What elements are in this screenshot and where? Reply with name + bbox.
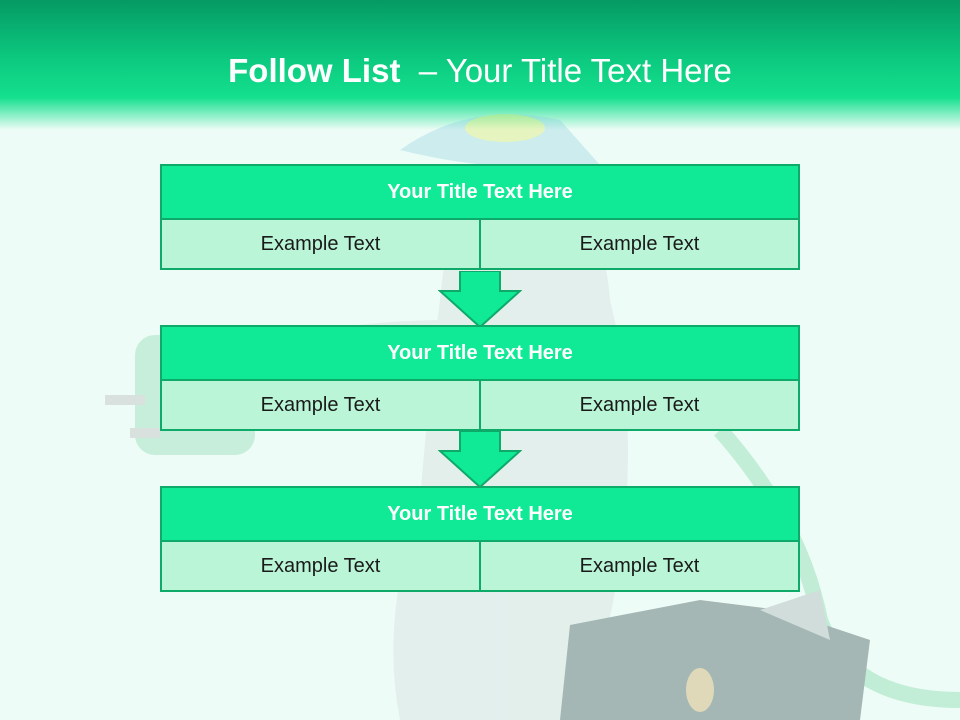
step-cell-left: Example Text xyxy=(160,220,481,270)
step-title: Your Title Text Here xyxy=(160,325,800,381)
step-cell-right: Example Text xyxy=(481,542,800,592)
step-title: Your Title Text Here xyxy=(160,164,800,220)
step-row: Example Text Example Text xyxy=(160,542,800,592)
step-cell-right: Example Text xyxy=(481,220,800,270)
step-title: Your Title Text Here xyxy=(160,486,800,542)
down-arrow-icon xyxy=(438,431,522,489)
cap-shape xyxy=(400,114,600,168)
step-block-3: Your Title Text Here Example Text Exampl… xyxy=(160,486,800,592)
slide-title-bold: Follow List xyxy=(228,52,401,89)
tool-handle-shape xyxy=(686,668,714,712)
slide-title-rest: – Your Title Text Here xyxy=(400,52,732,89)
step-row: Example Text Example Text xyxy=(160,381,800,431)
down-arrow-icon xyxy=(438,271,522,329)
step-cell-left: Example Text xyxy=(160,381,481,431)
step-block-2: Your Title Text Here Example Text Exampl… xyxy=(160,325,800,431)
step-cell-right: Example Text xyxy=(481,381,800,431)
toolbox-shape xyxy=(560,600,870,720)
wrench-shape xyxy=(760,590,830,640)
cable-shape xyxy=(714,424,960,708)
step-row: Example Text Example Text xyxy=(160,220,800,270)
step-block-1: Your Title Text Here Example Text Exampl… xyxy=(160,164,800,270)
slide-title: Follow List – Your Title Text Here xyxy=(0,52,960,90)
plug-pin-2 xyxy=(130,428,160,438)
step-cell-left: Example Text xyxy=(160,542,481,592)
cap-logo-shape xyxy=(465,114,545,142)
plug-pin-1 xyxy=(105,395,145,405)
header-band xyxy=(0,0,960,130)
